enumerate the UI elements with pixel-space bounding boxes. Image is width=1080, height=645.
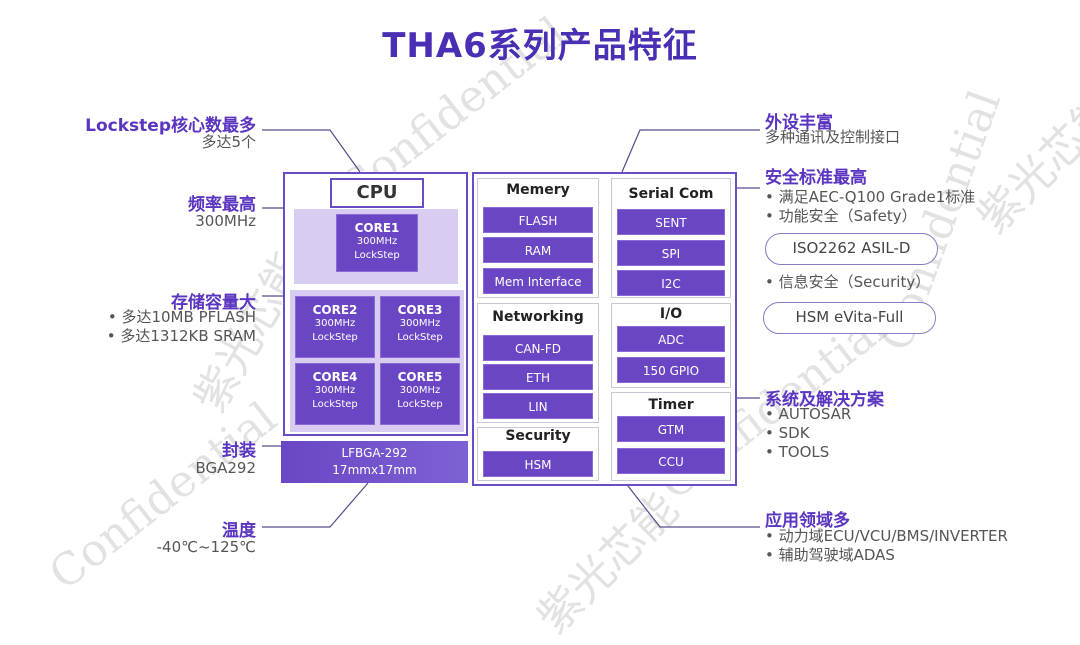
gpio-chip: 150 GPIO	[617, 357, 725, 383]
ccu-chip: CCU	[617, 448, 725, 474]
package-size: 17mmx17mm	[332, 463, 417, 477]
hsm-chip: HSM	[483, 451, 593, 477]
connector-periph	[621, 129, 760, 173]
connector-temp	[262, 482, 369, 528]
mem-interface-chip: Mem Interface	[483, 268, 593, 294]
networking-title: Networking	[492, 309, 584, 325]
solutions-line-3: • TOOLS	[765, 443, 830, 461]
solutions-line-1: • AUTOSAR	[765, 405, 852, 423]
sent-chip: SENT	[617, 209, 725, 235]
core-mode: LockStep	[312, 399, 358, 410]
temp-text: -40℃~125℃	[156, 538, 256, 556]
core-name: CORE1	[354, 221, 400, 235]
freq-heading: 频率最高	[188, 195, 256, 215]
hsm-badge: HSM eVita-Full	[763, 302, 936, 334]
core-block: CORE5 300MHz LockStep	[380, 363, 460, 425]
periph-heading: 外设丰富	[765, 113, 833, 133]
safety-heading: 安全标准最高	[765, 168, 867, 188]
flash-chip: FLASH	[483, 207, 593, 233]
storage-line-2: • 多达1312KB SRAM	[106, 327, 256, 345]
core-mode: LockStep	[354, 250, 400, 261]
core-name: CORE2	[312, 303, 358, 317]
core-name: CORE4	[312, 370, 358, 384]
apps-line-2: • 辅助驾驶域ADAS	[765, 546, 895, 564]
solutions-heading: 系统及解决方案	[765, 390, 884, 410]
core-block: CORE3 300MHz LockStep	[380, 296, 460, 358]
core-mode: LockStep	[397, 399, 443, 410]
timer-title: Timer	[648, 397, 694, 413]
lin-chip: LIN	[483, 393, 593, 419]
safety-line-2: • 功能安全（Safety）	[765, 207, 917, 225]
cpu-label: CPU	[330, 178, 424, 208]
periph-text: 多种通讯及控制接口	[765, 128, 901, 146]
package-heading: 封装	[222, 441, 256, 461]
asil-badge: ISO2262 ASIL-D	[765, 233, 938, 265]
connector-apps	[627, 485, 760, 528]
package-type: LFBGA-292	[341, 446, 408, 460]
core-freq: 300MHz	[314, 318, 356, 329]
solutions-line-2: • SDK	[765, 424, 810, 442]
memory-title: Memery	[506, 182, 570, 198]
can-fd-chip: CAN-FD	[483, 335, 593, 361]
apps-heading: 应用领域多	[765, 511, 850, 531]
core-freq: 300MHz	[399, 385, 441, 396]
adc-chip: ADC	[617, 326, 725, 352]
storage-line-1: • 多达10MB PFLASH	[107, 308, 256, 326]
package-text: BGA292	[195, 459, 256, 477]
safety-line-1: • 满足AEC-Q100 Grade1标准	[765, 188, 976, 206]
core-name: CORE5	[397, 370, 443, 384]
io-title: I/O	[659, 306, 683, 322]
storage-heading: 存储容量大	[171, 293, 256, 313]
i2c-chip: I2C	[617, 270, 725, 296]
connector-lines	[262, 129, 760, 528]
core-name: CORE3	[397, 303, 443, 317]
freq-text: 300MHz	[195, 212, 256, 230]
serial-title: Serial Com	[628, 186, 714, 202]
apps-line-1: • 动力域ECU/VCU/BMS/INVERTER	[765, 527, 1008, 545]
gtm-chip: GTM	[617, 416, 725, 442]
lockstep-heading: Lockstep核心数最多	[85, 116, 256, 136]
temp-heading: 温度	[222, 521, 256, 541]
core-freq: 300MHz	[399, 318, 441, 329]
security-line: • 信息安全（Security）	[765, 273, 931, 291]
connector-lockstep	[262, 129, 361, 173]
core-block: CORE4 300MHz LockStep	[295, 363, 375, 425]
spi-chip: SPI	[617, 240, 725, 266]
eth-chip: ETH	[483, 364, 593, 390]
core-mode: LockStep	[312, 332, 358, 343]
core-block: CORE2 300MHz LockStep	[295, 296, 375, 358]
security-title: Security	[505, 428, 571, 444]
core-block: CORE1 300MHz LockStep	[336, 214, 418, 272]
page-title: THA6系列产品特征	[382, 26, 698, 66]
core-mode: LockStep	[397, 332, 443, 343]
lockstep-text: 多达5个	[201, 133, 256, 151]
core-freq: 300MHz	[314, 385, 356, 396]
ram-chip: RAM	[483, 237, 593, 263]
core-freq: 300MHz	[356, 236, 398, 247]
package-box: LFBGA-292 17mmx17mm	[281, 441, 468, 483]
